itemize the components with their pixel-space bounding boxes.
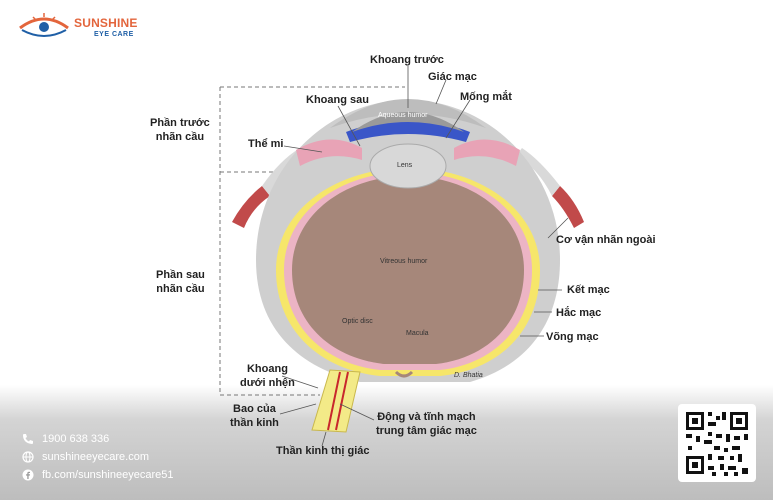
lens-label: Lens [397,162,413,169]
label-dong-tinh-mach: Động và tĩnh mạch trung tâm giác mạc [376,410,477,438]
phone-icon [23,434,33,444]
facebook-icon [22,469,34,481]
label-hac-mac: Hắc mạc [556,307,602,319]
label-the-mi: Thể mi [248,138,284,150]
qr-pattern [686,412,748,476]
label-phan-sau: Phần sau nhãn cầu [156,268,205,296]
label-bao-cua-than-kinh: Bao của thần kinh [230,402,279,430]
label-giac-mac: Giác mạc [428,71,477,83]
logo-eye-icon [19,13,69,37]
iris [346,120,470,142]
label-phan-truoc-line1: Phần trước [150,117,210,129]
brand-name: SUNSHINE [74,16,138,30]
lens [369,143,447,189]
label-co-van: Cơ vận nhãn ngoài [556,234,656,246]
phone-text: 1900 638 336 [42,433,110,445]
label-mong-mat: Mống mắt [460,91,512,103]
label-phan-sau-line1: Phần sau [156,269,205,281]
macula-dip [394,370,414,378]
extraocular-muscle-left [232,186,270,228]
label-khoang-sau: Khoang sau [306,94,369,106]
globe-icon [22,451,34,463]
label-bao-cua-line1: Bao của [233,403,276,415]
optic-disc-label: Optic disc [342,318,373,325]
facebook-text: fb.com/sunshineeyecare51 [42,469,174,481]
central-vessels [327,371,349,431]
label-khoang-duoi-line1: Khoang [246,363,288,375]
label-vong-mac: Võng mạc [546,331,599,343]
label-than-kinh-thi-giac: Thần kinh thị giác [276,445,370,457]
vitreous-body [292,176,524,364]
optic-nerve [311,369,361,433]
contact-phone[interactable]: 1900 638 336 [22,433,109,445]
macula-label: Macula [406,330,429,337]
label-phan-truoc-line2: nhãn cầu [155,131,205,143]
label-dong-tinh-line1: Động và tĩnh mạch [377,411,476,423]
ciliary-body-right [454,139,520,166]
label-khoang-truoc: Khoang trước [370,54,444,66]
aqueous-humor-label: Aqueous humor [378,112,428,119]
contact-website[interactable]: sunshineeyecare.com [22,451,149,463]
brand-tagline: EYE CARE [94,31,134,38]
label-khoang-duoi-nhen: Khoang dưới nhện [240,362,295,390]
footer-band [0,385,773,500]
label-phan-truoc: Phần trước nhãn cầu [150,116,210,144]
ciliary-body-left [296,139,362,166]
label-bao-cua-line2: thần kinh [230,417,279,429]
leader-lines [279,66,569,447]
extraocular-muscle-right [552,186,584,228]
vitreous-humor-label: Vitreous humor [380,258,428,265]
label-ket-mac: Kết mạc [567,284,610,296]
brand-logo: SUNSHINE EYE CARE [18,12,138,42]
qr-code[interactable] [678,404,756,482]
label-phan-sau-line2: nhãn cầu [156,283,205,295]
website-text: sunshineeyecare.com [42,451,150,463]
label-dong-tinh-line2: trung tâm giác mạc [376,425,477,437]
label-khoang-duoi-line2: dưới nhện [240,377,295,389]
artist-signature: D. Bhatia [454,372,483,379]
contact-facebook[interactable]: fb.com/sunshineeyecare51 [22,469,173,481]
muscle-tendon-right [516,148,560,196]
anterior-chamber [352,112,464,132]
